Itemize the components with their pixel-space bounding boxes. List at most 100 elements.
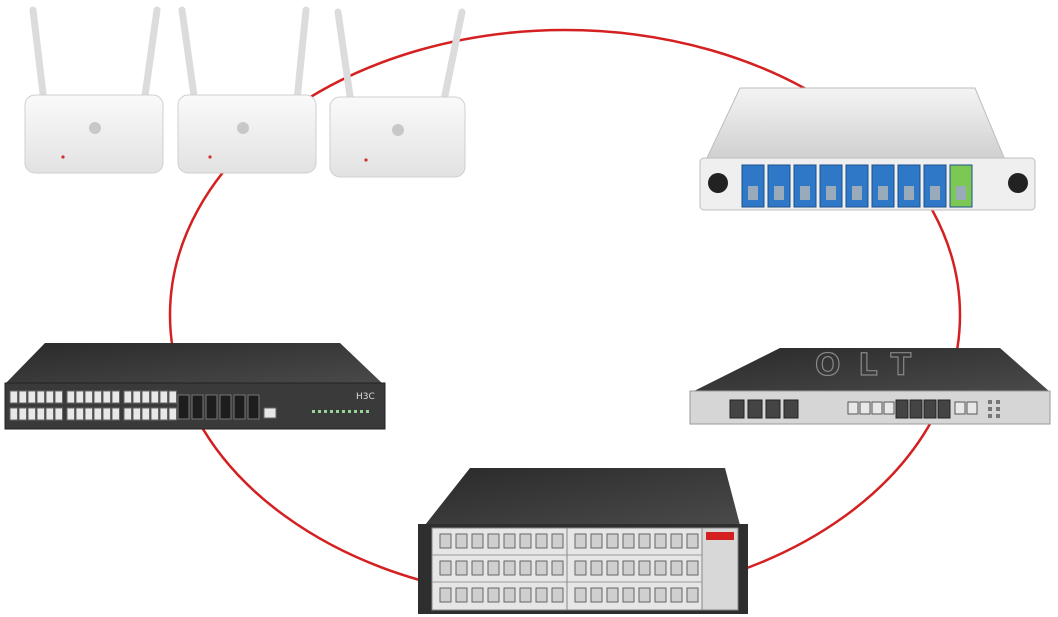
chassis-port [606,533,619,549]
chassis-port [535,587,548,603]
chassis-port [439,560,452,576]
ethernet-switch: H3C [4,343,386,430]
status-led [312,410,315,413]
chassis-port [519,560,532,576]
sfp-port [233,394,246,420]
chassis-port [574,587,587,603]
sfp-port [219,394,232,420]
pon-port [747,399,763,419]
rj45-port [123,407,132,421]
status-led [318,410,321,413]
pon-port [729,399,745,419]
chassis-port [487,560,500,576]
status-led [324,410,327,413]
chassis-port [670,587,683,603]
rj45-port [102,390,111,404]
chassis-port [606,560,619,576]
rj45-port [18,390,27,404]
rj45-port [54,390,63,404]
status-led [988,407,992,411]
chassis-port [551,533,564,549]
chassis-port [439,533,452,549]
rj45-port [168,407,177,421]
rj45-port [27,407,36,421]
chassis-port [638,533,651,549]
rj45-port [159,390,168,404]
ge-port [859,401,871,415]
rj45-port [111,407,120,421]
rj45-port [66,390,75,404]
uplink-port [909,399,923,419]
rj45-port [45,407,54,421]
ont-router-3 [329,8,466,178]
chassis-port [455,560,468,576]
rj45-port [75,390,84,404]
sc-port-core [748,186,758,200]
sc-port-core [826,186,836,200]
ont-router-1 [24,6,164,174]
fiber-splitter-icon [699,87,1036,211]
rj45-port [36,407,45,421]
status-led [330,410,333,413]
chassis-olt [418,468,748,614]
chassis-port [590,533,603,549]
uplink-port [923,399,937,419]
chassis-port [503,587,516,603]
status-led [360,410,363,413]
wifi-router-icon [24,6,164,174]
olt-device: OLT [689,347,1051,425]
wifi-router-icon [329,8,466,178]
status-led [348,410,351,413]
chassis-port [471,560,484,576]
chassis-port [439,587,452,603]
status-led [342,410,345,413]
status-led [336,410,339,413]
rj45-port [84,390,93,404]
rj45-port [66,407,75,421]
chassis-port [686,533,699,549]
sfp-port [205,394,218,420]
chassis-port [654,560,667,576]
chassis-port [455,533,468,549]
status-led [354,410,357,413]
status-led [996,407,1000,411]
chassis-port [471,533,484,549]
rj45-port [18,407,27,421]
chassis-port [487,533,500,549]
chassis-port [638,560,651,576]
ge-port [871,401,883,415]
chassis-port [503,533,516,549]
chassis-port [622,533,635,549]
ont-router-2 [177,6,317,174]
chassis-port [519,533,532,549]
rj45-port [36,390,45,404]
ge-port [847,401,859,415]
chassis-port [519,587,532,603]
rj45-port [54,407,63,421]
rj45-port [132,390,141,404]
rj45-port [84,407,93,421]
pon-port [765,399,781,419]
sc-port-core [878,186,888,200]
sc-port-core [904,186,914,200]
chassis-port [686,587,699,603]
sc-port-core [800,186,810,200]
status-led [366,410,369,413]
uplink-port [895,399,909,419]
status-led [988,400,992,404]
console-port [263,407,277,419]
rj45-port [93,390,102,404]
rj45-port [75,407,84,421]
rj45-port [141,390,150,404]
network-switch-icon: H3C [4,343,386,430]
status-led [996,414,1000,418]
chassis-port [670,533,683,549]
rj45-port [150,407,159,421]
chassis-port [590,560,603,576]
mgmt-port [966,401,978,415]
chassis-port [455,587,468,603]
chassis-port [686,560,699,576]
chassis-port [654,587,667,603]
rj45-port [93,407,102,421]
